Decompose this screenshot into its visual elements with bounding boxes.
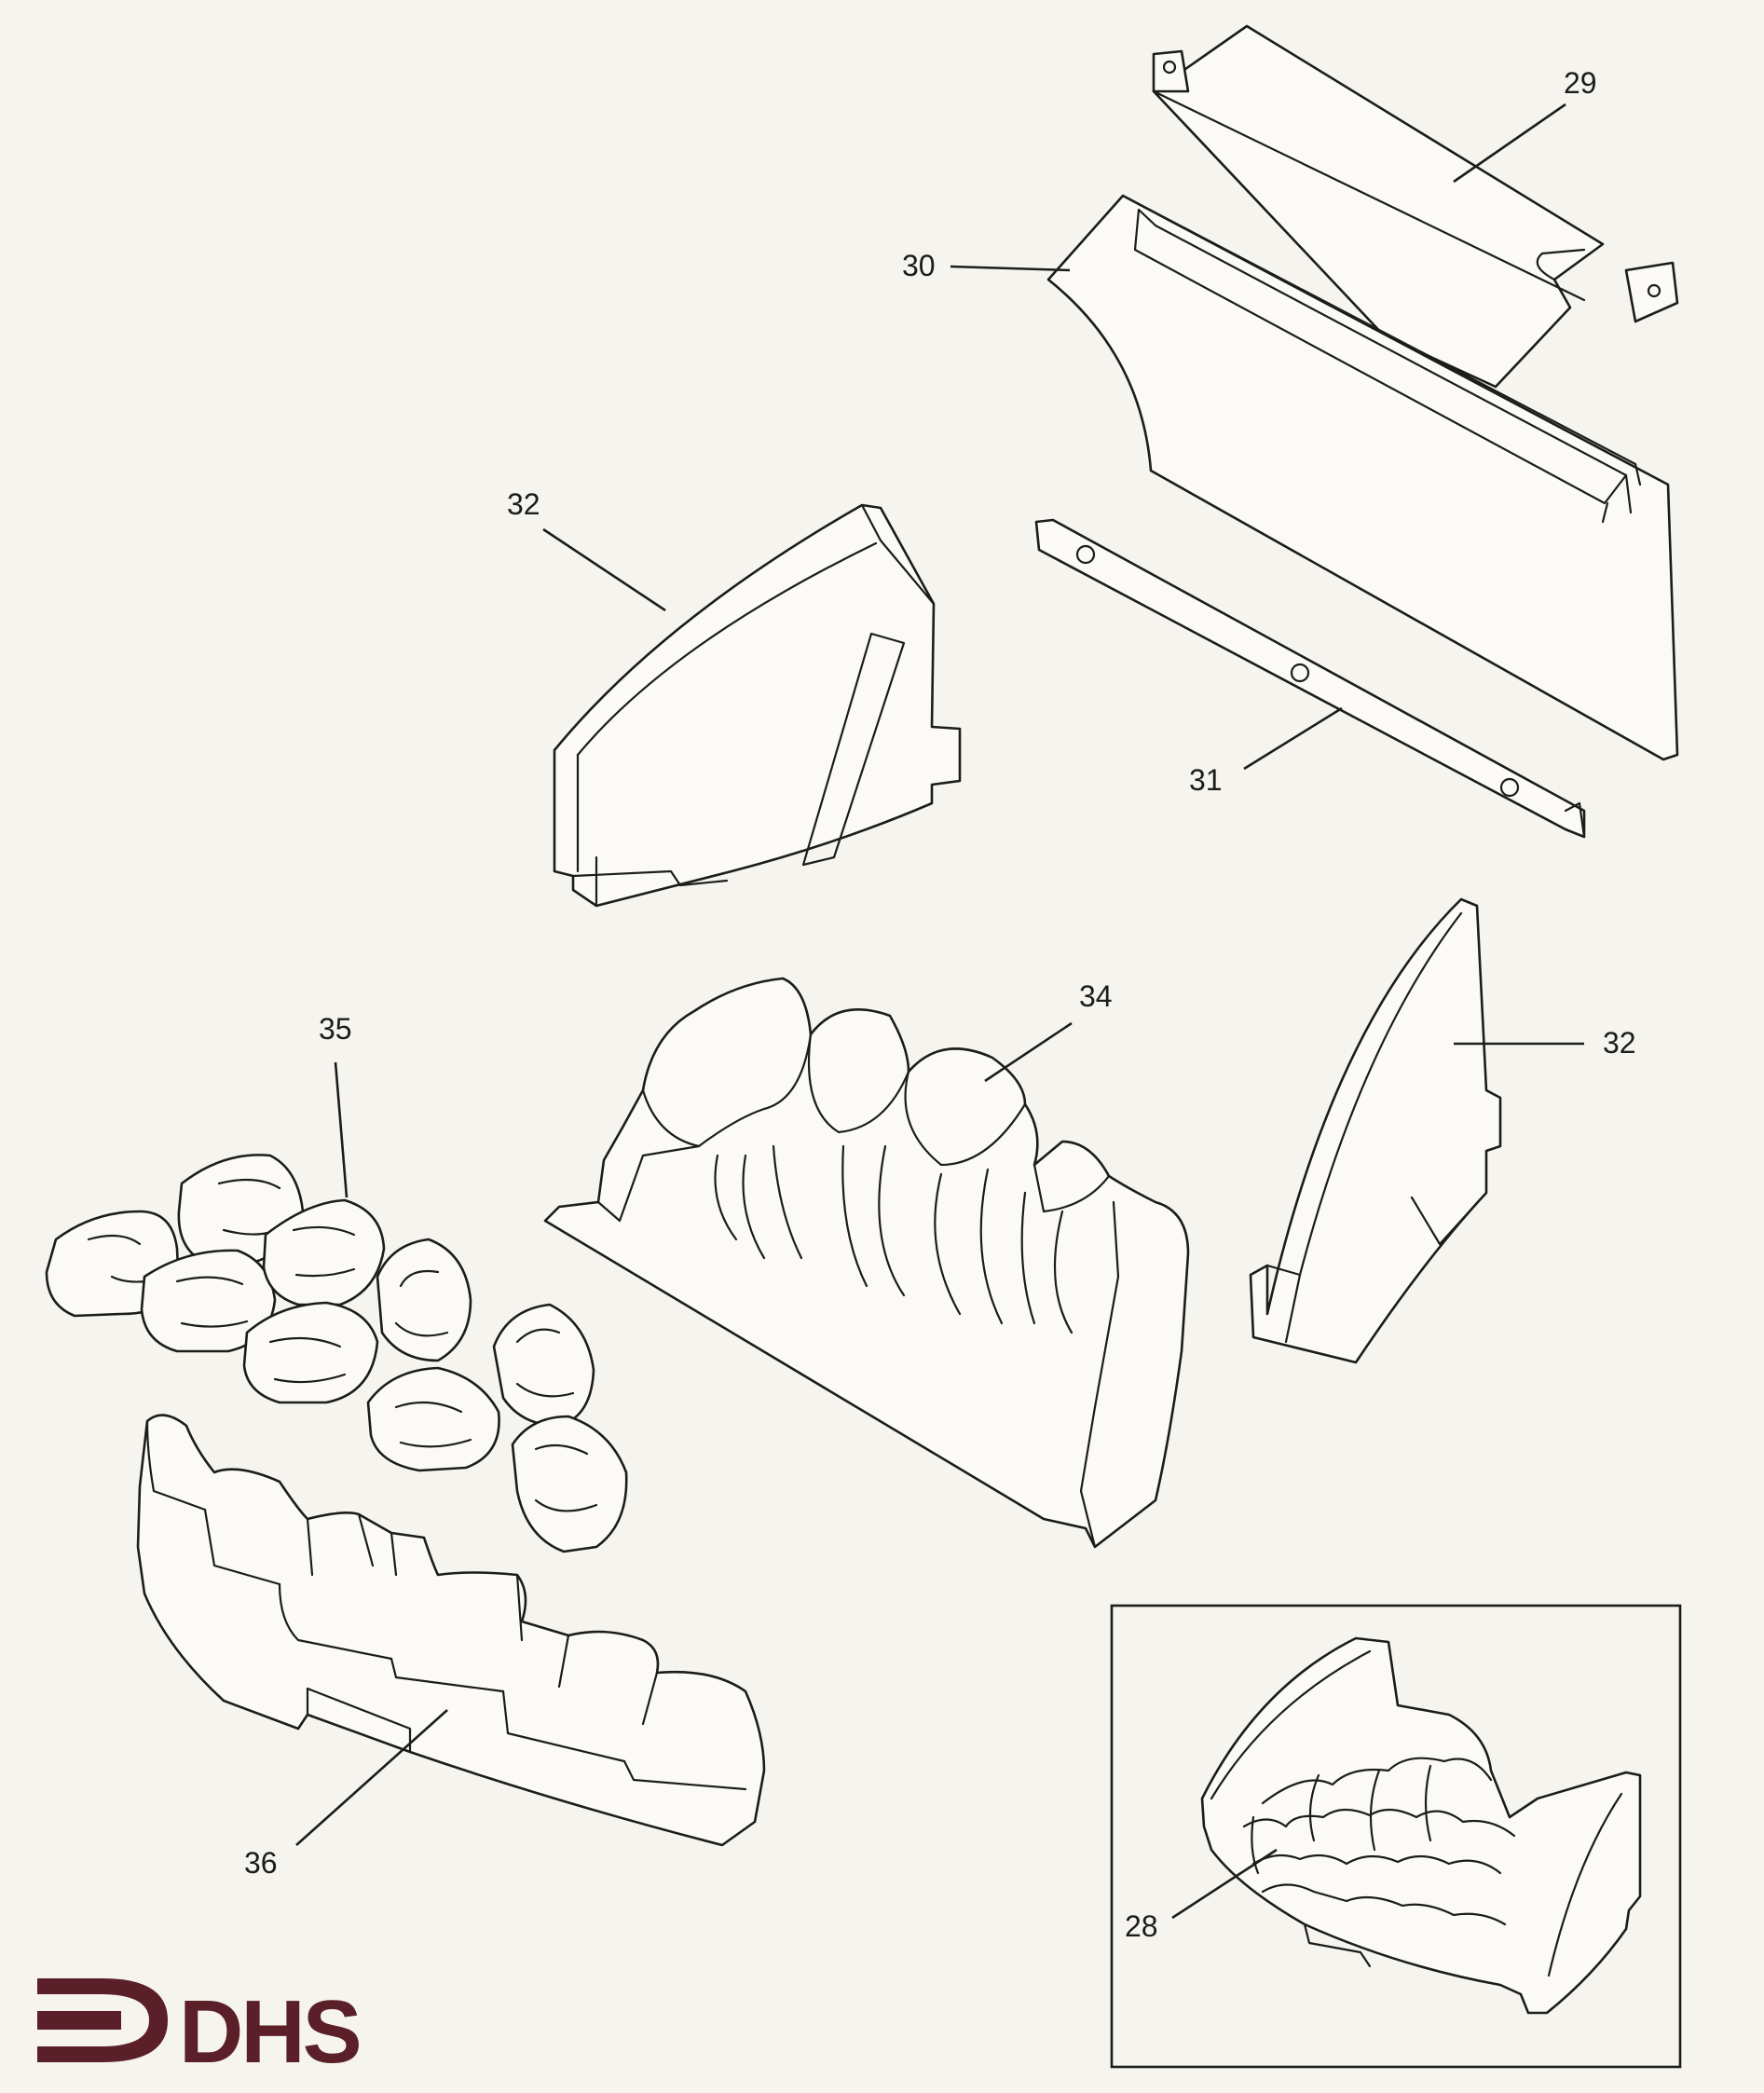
callout-31: 31 [1189,763,1223,797]
part-30-rear-panel [1046,194,1679,761]
leader-29 [1453,103,1566,184]
dhs-logo-arrow-mark [37,1978,168,2062]
callout-29: 29 [1564,66,1597,100]
leader-30 [950,265,1071,272]
dhs-logo: DHS [37,1978,362,2082]
callout-labels: 29 30 31 32 32 34 35 36 28 [244,66,1636,1943]
part-31-support-rail [1034,518,1586,839]
leader-lines [295,103,1584,1920]
part-35-loose-coals [45,1154,628,1553]
leader-28 [1171,1848,1278,1920]
inset-frame [1110,1604,1682,2069]
leader-31 [1243,706,1343,771]
part-34-rock-back [543,977,1190,1549]
part-32-left-side-brick [553,503,962,908]
part-29-top-baffle [1152,24,1679,389]
callout-32-right: 32 [1603,1026,1636,1060]
dhs-logo-text: DHS [179,1982,360,2082]
leader-36 [295,1709,448,1846]
leader-35 [334,1061,349,1198]
callout-35: 35 [319,1012,352,1046]
callout-36: 36 [244,1846,278,1880]
callout-30: 30 [902,249,936,282]
part-32-right-side-brick [1249,897,1502,1364]
part-36-front-coal-bed [136,1414,766,1847]
inset-assembled-fire [1110,1604,1682,2069]
leader-32a [542,527,666,612]
callout-32-left: 32 [507,487,540,521]
callout-34: 34 [1079,979,1113,1013]
leader-34 [984,1021,1073,1083]
callout-28: 28 [1125,1909,1158,1943]
